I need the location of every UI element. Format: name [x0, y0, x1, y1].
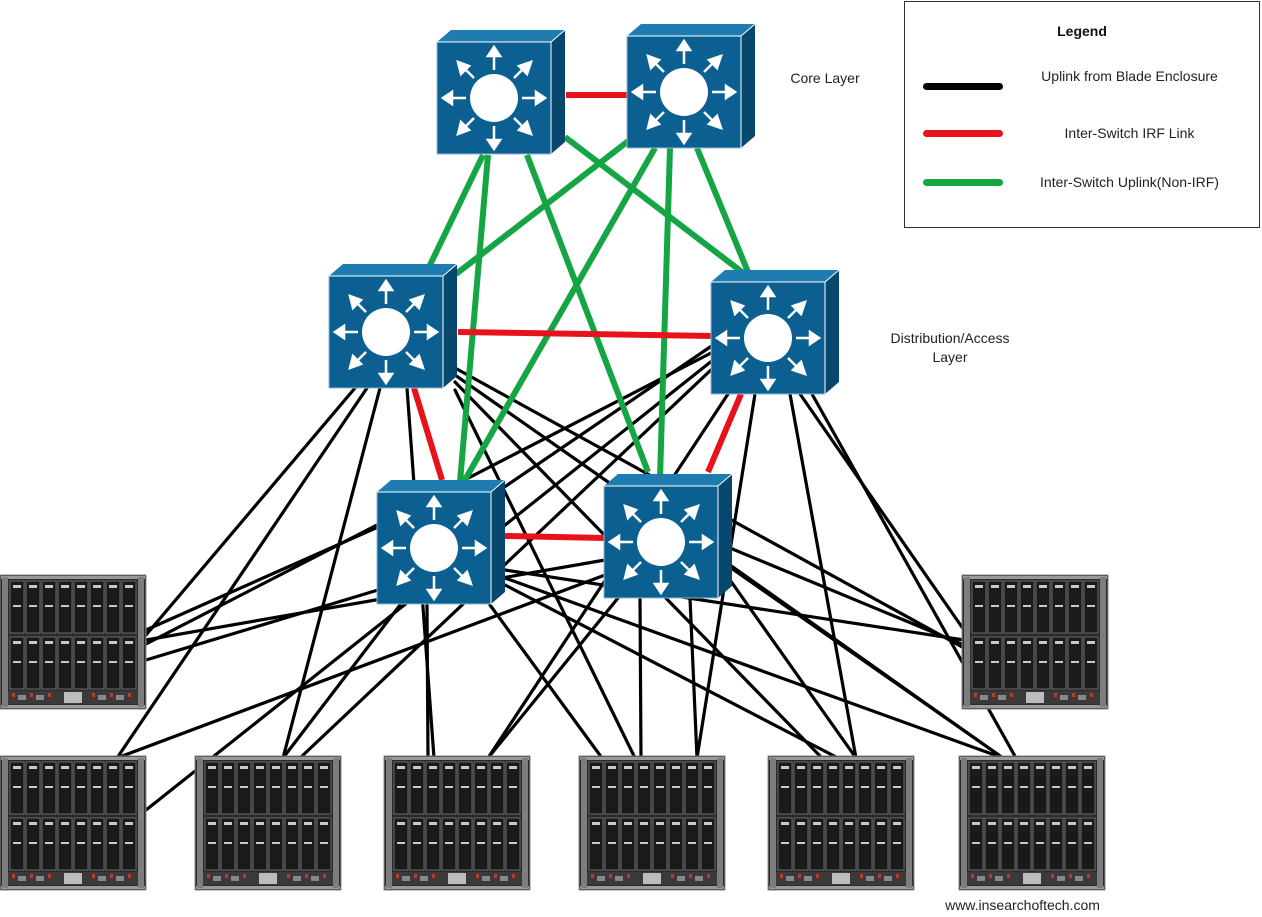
core-layer-label: Core Layer	[790, 70, 860, 86]
switch-core-left	[435, 28, 567, 156]
switch-dist-left	[327, 262, 459, 390]
legend-label-uplink: Uplink from Blade Enclosure	[1041, 68, 1218, 84]
legend-swatch-non-irf	[923, 179, 1003, 186]
distribution-layer-label: Distribution/Access Layer	[890, 330, 1010, 365]
uplink-links	[115, 343, 1018, 812]
blade-enclosure-bottom-5	[768, 756, 914, 890]
irf-links	[411, 92, 744, 541]
legend-label-non-irf: Inter-Switch Uplink(Non-IRF)	[1040, 174, 1219, 190]
site-url: www.insearchoftech.com	[945, 897, 1100, 913]
switch-core-right	[625, 22, 757, 150]
blade-enclosure-bottom-6	[959, 756, 1105, 890]
legend-title: Legend	[1057, 23, 1107, 39]
legend: Legend Uplink from Blade Enclosure Inter…	[904, 1, 1260, 228]
legend-label-irf: Inter-Switch IRF Link	[1064, 125, 1195, 141]
non-irf-links	[427, 129, 751, 494]
switch-dist-right	[709, 268, 841, 396]
blade-enclosure-right	[962, 575, 1108, 709]
blade-enclosure-bottom-2	[195, 756, 341, 890]
legend-swatch-uplink	[923, 83, 1003, 90]
switch-access-right	[602, 472, 734, 600]
blade-enclosure-left	[0, 575, 146, 709]
blade-enclosure-bottom-3	[384, 756, 530, 890]
legend-swatch-irf	[923, 130, 1003, 137]
blade-enclosure-bottom-4	[579, 756, 725, 890]
switch-access-left	[375, 478, 507, 606]
blade-enclosure-bottom-1	[0, 756, 146, 890]
